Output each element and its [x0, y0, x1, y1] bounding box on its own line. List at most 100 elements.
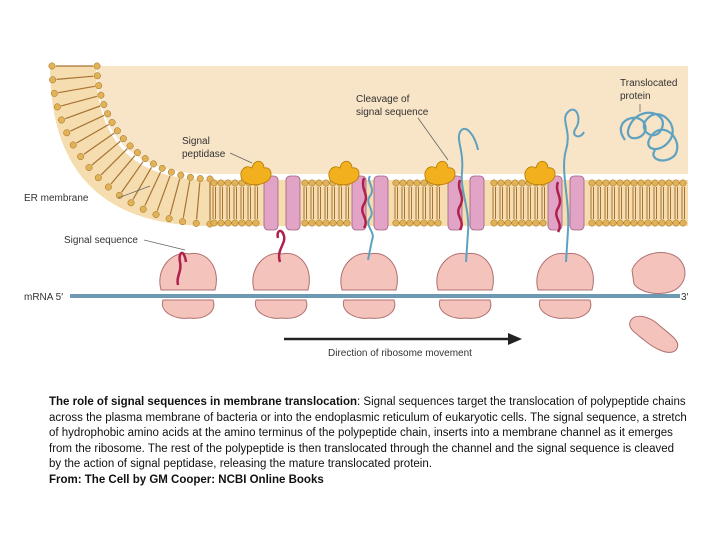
lipid-head: [77, 153, 85, 161]
lipid-tail: [196, 182, 201, 220]
lipid-head: [490, 219, 498, 227]
lipid-head: [85, 164, 93, 172]
lipid-head: [343, 219, 351, 227]
lipid-head: [539, 219, 547, 227]
lipid-head: [167, 168, 175, 176]
lipid-head: [93, 72, 101, 80]
leader-lines: [117, 104, 641, 251]
lipid-head: [504, 179, 512, 187]
lipid-tail: [83, 132, 115, 155]
lipid-tail: [132, 167, 153, 200]
signal-sequence: [176, 251, 188, 286]
ribosome-large-subunit: [536, 252, 594, 291]
lipid-head: [497, 179, 505, 187]
lipid-head: [588, 219, 596, 227]
label-er-membrane: ER membrane: [24, 193, 89, 204]
caption-title: The role of signal sequences in membrane…: [49, 396, 358, 408]
lipid-head: [672, 219, 680, 227]
lipid-head: [210, 219, 218, 227]
lipid-head: [399, 219, 407, 227]
channel-subunit: [285, 175, 301, 231]
ribosome-small-subunit: [161, 299, 215, 319]
lipid-head: [406, 179, 414, 187]
lipid-head: [497, 219, 505, 227]
lipid-head: [658, 219, 666, 227]
lipid-head: [413, 179, 421, 187]
lipid-tail: [91, 140, 121, 166]
lipid-head: [525, 219, 533, 227]
lipid-head: [100, 101, 108, 109]
lipid-head: [616, 219, 624, 227]
lipid-tail: [121, 161, 144, 193]
lipid-head: [679, 179, 687, 187]
lipid-head: [97, 91, 105, 99]
lipid-head: [104, 183, 112, 191]
lipid-head: [427, 219, 435, 227]
lipid-tail: [144, 171, 162, 206]
lipid-head: [196, 175, 204, 183]
lipid-head: [113, 127, 121, 135]
lipid-head: [133, 149, 141, 157]
lipid-head: [165, 215, 173, 223]
ribosome-small-subunit: [538, 299, 592, 319]
lipid-head: [141, 155, 149, 163]
lipid-head: [413, 219, 421, 227]
lipid-head: [224, 179, 232, 187]
lipid-head: [93, 62, 101, 70]
lipid-head: [139, 205, 147, 213]
lipid-head: [595, 179, 603, 187]
lipid-head: [245, 219, 253, 227]
lipid-head: [623, 219, 631, 227]
label-signal-peptidase-2: peptidase: [182, 149, 226, 160]
signal-sequence: [276, 229, 286, 263]
lipid-head: [420, 219, 428, 227]
label-translocated-protein-1: Translocated: [620, 78, 677, 89]
lipid-head: [301, 219, 309, 227]
lipid-head: [50, 89, 58, 97]
lipid-tail: [70, 114, 105, 132]
lipid-head: [119, 135, 127, 143]
lipid-tail: [65, 105, 101, 120]
lipid-head: [595, 219, 603, 227]
direction-arrowhead: [508, 333, 522, 345]
signal-peptidase: [524, 160, 556, 186]
lipid-head: [490, 179, 498, 187]
lipid-head: [315, 179, 323, 187]
lipid-head: [179, 218, 187, 226]
lipid-head: [602, 219, 610, 227]
ribosome-large-subunit: [436, 252, 494, 291]
lipid-tail: [156, 175, 171, 211]
ribosome-large-subunit: [159, 252, 217, 291]
lipid-head: [217, 179, 225, 187]
lipid-tail: [61, 95, 98, 107]
lipid-head: [48, 62, 56, 70]
lipid-head: [651, 219, 659, 227]
lipid-head: [308, 179, 316, 187]
lipid-tail: [56, 75, 94, 80]
figure-caption: The role of signal sequences in membrane…: [49, 395, 689, 473]
lipid-head: [616, 179, 624, 187]
lipid-head: [322, 179, 330, 187]
lipid-head: [532, 219, 540, 227]
ribosome-small-subunit: [254, 299, 308, 319]
ribosomes: [159, 252, 594, 319]
lipid-head: [315, 219, 323, 227]
lipid-head: [665, 219, 673, 227]
lipid-head: [308, 219, 316, 227]
lipid-head: [49, 76, 57, 84]
label-mrna-3prime: 3′: [681, 292, 689, 303]
signal-peptidase: [424, 160, 456, 186]
er-lumen: [97, 66, 688, 174]
channel-subunit: [373, 175, 389, 231]
lipid-tail: [182, 181, 191, 218]
caption-body: : Signal sequences target the translocat…: [49, 396, 687, 470]
channel-subunit: [569, 175, 585, 231]
lipid-head: [665, 179, 673, 187]
signal-sequence: [361, 177, 368, 229]
lipid-head: [192, 219, 200, 227]
lipid-head: [63, 129, 71, 137]
lipid-head: [224, 219, 232, 227]
released-large-subunit: [631, 252, 686, 295]
lipid-head: [217, 219, 225, 227]
lipid-head: [210, 179, 218, 187]
